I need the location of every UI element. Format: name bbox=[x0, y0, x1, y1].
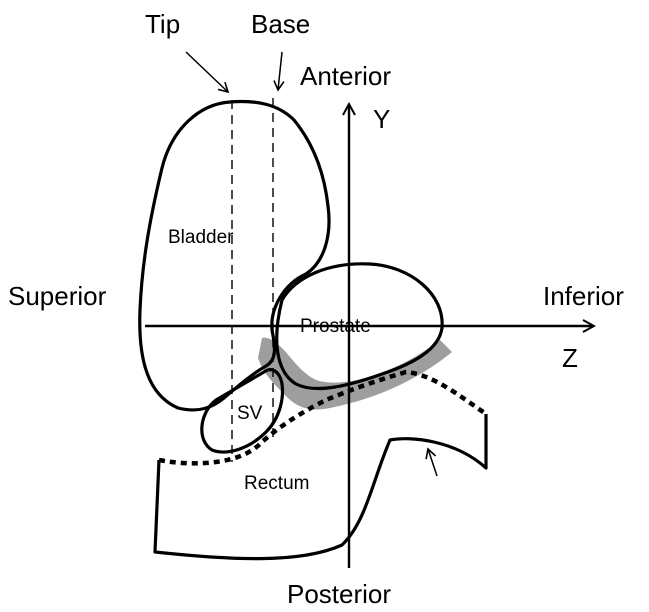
prostate-label: Prostate bbox=[300, 316, 371, 337]
sv-label: SV bbox=[237, 403, 263, 424]
z-axis-label: Z bbox=[562, 343, 578, 373]
rectum-outline bbox=[155, 414, 486, 559]
inferior-label: Inferior bbox=[543, 281, 624, 311]
tip-pointer-arrow bbox=[186, 52, 228, 92]
rectum-label: Rectum bbox=[244, 473, 309, 494]
bladder-outline bbox=[140, 102, 329, 410]
superior-label: Superior bbox=[8, 281, 107, 311]
y-axis-label: Y bbox=[373, 104, 390, 134]
bladder-label: Bladder bbox=[168, 227, 234, 248]
rectum-wall-pointer-arrow bbox=[428, 449, 437, 476]
base-pointer-arrow bbox=[278, 52, 282, 90]
posterior-label: Posterior bbox=[287, 579, 391, 609]
tip-label: Tip bbox=[145, 9, 180, 39]
anterior-label: Anterior bbox=[300, 61, 391, 91]
base-label: Base bbox=[251, 9, 310, 39]
